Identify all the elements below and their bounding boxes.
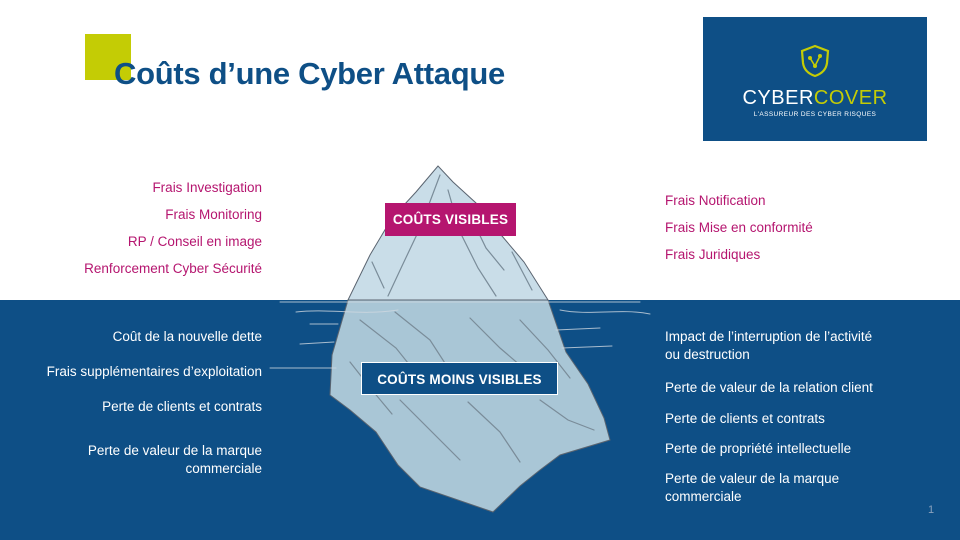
cost-item: Frais Investigation [152, 180, 262, 195]
cost-item: Perte de clients et contrats [102, 398, 262, 416]
cybercover-logo: CYBERCOVER L'ASSUREUR DES CYBER RISQUES [703, 17, 927, 141]
waterline-strokes [269, 301, 651, 369]
cost-item-line: Perte de valeur de la marque [87, 443, 262, 458]
cost-item: Perte de valeur de la marque commerciale [88, 442, 262, 478]
cost-item-line: Perte de propriété intellectuelle [665, 441, 852, 456]
title-accent-square [85, 34, 131, 80]
cost-item-line: Perte de clients et contrats [665, 411, 825, 426]
iceberg-underwater [329, 299, 611, 513]
logo-word-cyber: CYBER [742, 87, 814, 109]
cost-item: Renforcement Cyber Sécurité [84, 261, 262, 276]
cost-item: Frais Juridiques [665, 247, 761, 262]
page-number: 1 [928, 504, 935, 516]
cost-item: RP / Conseil en image [127, 234, 262, 249]
logo-word-cover: COVER [813, 87, 888, 109]
cost-item-line: Coût de la nouvelle dette [112, 329, 262, 344]
cost-item: Perte de valeur de la marque commerciale [665, 470, 839, 506]
logo-tagline: L'ASSUREUR DES CYBER RISQUES [753, 111, 877, 118]
cost-item-line: Perte de valeur de la marque [665, 471, 840, 486]
cost-item: Frais Notification [665, 193, 766, 208]
cost-item-line: Perte de clients et contrats [102, 399, 262, 414]
cost-item-line: Perte de valeur de la relation client [665, 380, 873, 395]
cost-item-line: commerciale [665, 489, 742, 504]
cost-item: Perte de valeur de la relation client [665, 379, 873, 397]
cost-item-line: ou destruction [665, 347, 750, 362]
logo-wordmark: CYBERCOVER [703, 87, 927, 110]
visible-costs-label: COÛTS VISIBLES [385, 203, 516, 236]
page-title: Coûts d’une Cyber Attaque [114, 56, 505, 91]
cost-item: Perte de propriété intellectuelle [665, 440, 851, 458]
shield-circuit-icon [800, 44, 830, 78]
cost-item: Impact de l’interruption de l’activité ou… [665, 328, 872, 364]
cost-item: Frais Monitoring [165, 207, 262, 222]
hidden-costs-label: COÛTS MOINS VISIBLES [361, 362, 558, 395]
cost-item-line: Frais supplémentaires d’exploitation [46, 364, 262, 379]
cost-item-line: commerciale [185, 461, 262, 476]
cost-item: Coût de la nouvelle dette [113, 328, 262, 346]
cost-item: Frais supplémentaires d’exploitation [47, 363, 262, 381]
cost-item: Frais Mise en conformité [665, 220, 813, 235]
cost-item: Perte de clients et contrats [665, 410, 825, 428]
cost-item-line: Impact de l’interruption de l’activité [665, 329, 873, 344]
